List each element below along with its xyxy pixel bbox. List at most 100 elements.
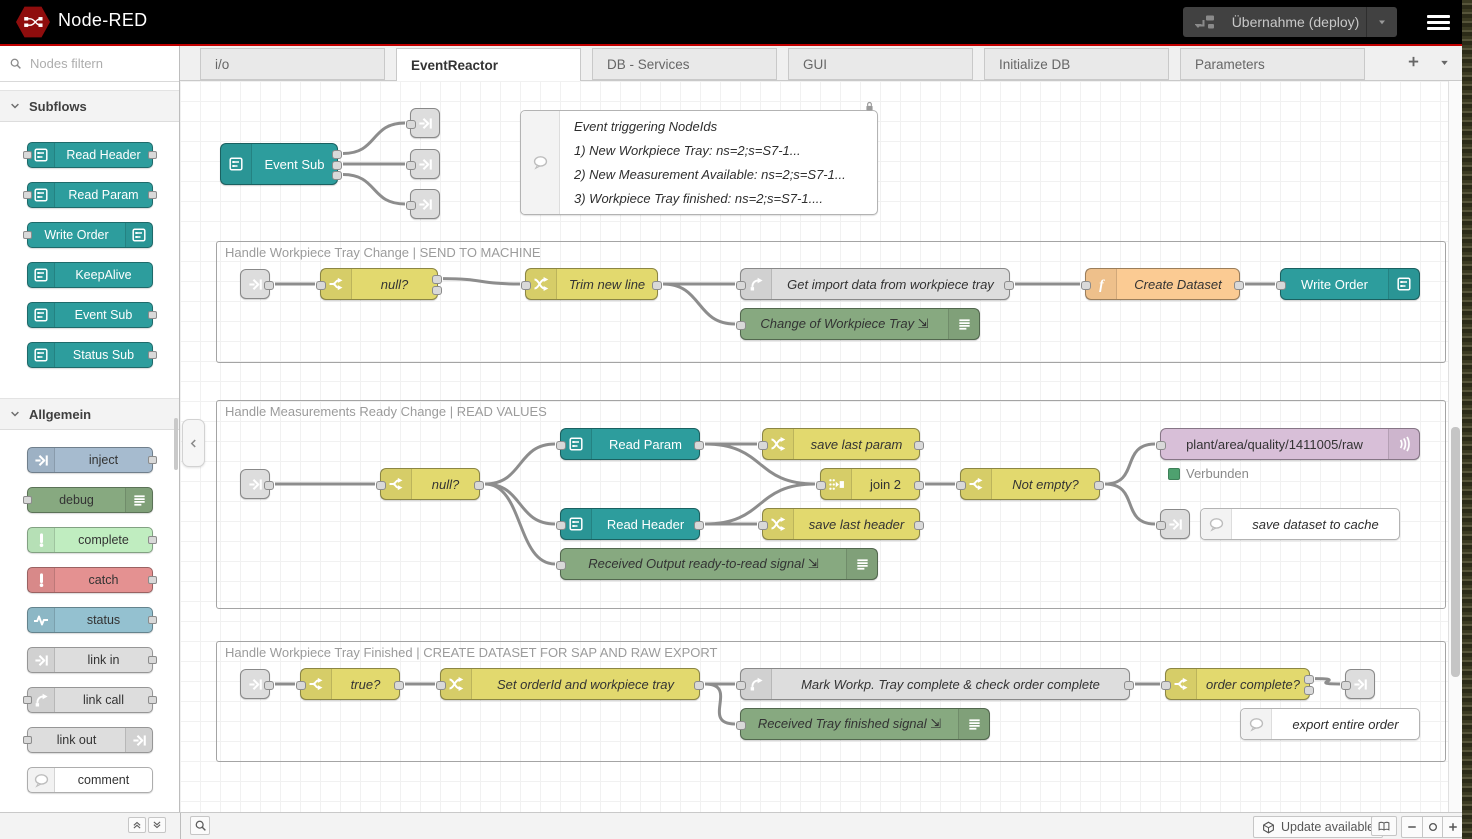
input-port[interactable] [296, 680, 306, 690]
output-port[interactable] [332, 150, 342, 159]
output-port[interactable] [694, 520, 704, 530]
zoom-in-button[interactable] [1442, 817, 1462, 837]
input-port[interactable] [736, 720, 746, 730]
input-port[interactable] [521, 280, 531, 290]
input-port[interactable] [436, 680, 446, 690]
input-port[interactable] [1156, 520, 1166, 530]
palette-node-keepalive[interactable]: KeepAlive [27, 262, 153, 288]
node-sf_writeorder[interactable]: Write Order [1276, 268, 1420, 300]
output-port[interactable] [148, 696, 157, 704]
palette-search[interactable] [0, 46, 179, 82]
output-port[interactable] [264, 680, 274, 690]
palette-node-status-sub[interactable]: Status Sub [27, 342, 157, 368]
palette-scrollbar-thumb[interactable] [174, 418, 178, 470]
palette-node-read-header[interactable]: Read Header [23, 142, 157, 168]
node-lc_get[interactable]: Get import data from workpiece tray [736, 268, 1014, 300]
output-port[interactable] [1124, 680, 1134, 690]
input-port[interactable] [23, 151, 32, 159]
node-li3[interactable] [240, 669, 274, 699]
input-port[interactable] [23, 231, 32, 239]
tab-parameters[interactable]: Parameters [1180, 48, 1365, 80]
node-li1[interactable] [240, 269, 274, 299]
node-lc_mark[interactable]: Mark Workp. Tray complete & check order … [736, 668, 1134, 700]
palette-node-inject[interactable]: inject [27, 447, 157, 473]
output-port[interactable] [148, 616, 157, 624]
palette-node-status[interactable]: status [27, 607, 157, 633]
palette-node-read-param[interactable]: Read Param [23, 182, 157, 208]
palette-node-write-order[interactable]: Write Order [23, 222, 153, 248]
palette-node-link-call[interactable]: link call [23, 687, 157, 713]
output-port[interactable] [694, 680, 704, 690]
output-port[interactable] [148, 536, 157, 544]
output-port[interactable] [148, 151, 157, 159]
output-port[interactable] [1094, 480, 1104, 490]
input-port[interactable] [758, 440, 768, 450]
output-port[interactable] [148, 456, 157, 464]
node-lo3[interactable] [406, 189, 440, 219]
output-port[interactable] [914, 520, 924, 530]
tab-i-o[interactable]: i/o [200, 48, 385, 80]
node-lo1[interactable] [406, 108, 440, 138]
tab-db-services[interactable]: DB - Services [592, 48, 777, 80]
wire[interactable] [342, 173, 406, 206]
input-port[interactable] [23, 496, 32, 504]
flow-group[interactable]: Handle Workpiece Tray Finished | CREATE … [216, 641, 1446, 762]
output-port[interactable] [474, 480, 484, 490]
palette-search-input[interactable] [28, 55, 162, 72]
node-ch_slh[interactable]: save last header [758, 508, 924, 540]
node-sf_eventsub[interactable]: Event Sub [220, 143, 342, 185]
add-flow-button[interactable] [1406, 54, 1421, 69]
input-port[interactable] [1341, 680, 1351, 690]
output-port[interactable] [148, 351, 157, 359]
zoom-reset-button[interactable] [1422, 817, 1442, 837]
scrollbar-thumb[interactable] [1451, 427, 1460, 677]
node-ch_slp[interactable]: save last param [758, 428, 924, 460]
wire[interactable] [342, 121, 406, 155]
flow-list-dropdown-button[interactable] [1438, 56, 1451, 69]
flow-group[interactable]: Handle Measurements Ready Change | READ … [216, 400, 1446, 609]
node-dbg_change[interactable]: Change of Workpiece Tray ⇲ [736, 308, 980, 340]
node-ch_trim[interactable]: Trim new line [521, 268, 662, 300]
node-mqtt1[interactable]: plant/area/quality/1411005/raw [1156, 428, 1420, 460]
main-menu-button[interactable] [1427, 12, 1450, 32]
flow-group[interactable]: Handle Workpiece Tray Change | SEND TO M… [216, 241, 1446, 363]
output-port[interactable] [148, 191, 157, 199]
input-port[interactable] [23, 696, 32, 704]
output-port[interactable] [264, 280, 274, 290]
input-port[interactable] [556, 440, 566, 450]
input-port[interactable] [406, 160, 416, 170]
node-sw_true[interactable]: true? [296, 668, 404, 700]
input-port[interactable] [406, 119, 416, 129]
output-port[interactable] [694, 440, 704, 450]
output-port[interactable] [1004, 280, 1014, 290]
palette-expand-all-button[interactable] [148, 817, 166, 833]
output-port[interactable] [264, 480, 274, 490]
update-available-button[interactable]: Update available [1253, 816, 1384, 838]
input-port[interactable] [956, 480, 966, 490]
output-port[interactable] [148, 656, 157, 664]
node-ch_set[interactable]: Set orderId and workpiece tray [436, 668, 704, 700]
output-port[interactable] [432, 275, 442, 285]
output-port[interactable] [652, 280, 662, 290]
palette-node-debug[interactable]: debug [23, 487, 153, 513]
node-sf_readheader[interactable]: Read Header [556, 508, 704, 540]
node-li2[interactable] [240, 469, 274, 499]
tab-gui[interactable]: GUI [788, 48, 973, 80]
node-lo2b[interactable] [1156, 509, 1190, 539]
deploy-button[interactable]: Übernahme (deploy) [1183, 7, 1397, 37]
output-port[interactable] [432, 285, 442, 295]
palette-category-allgemein[interactable]: Allgemein [0, 398, 179, 430]
input-port[interactable] [736, 320, 746, 330]
node-lo3b[interactable] [1341, 669, 1375, 699]
node-sw_null2[interactable]: null? [376, 468, 484, 500]
output-port[interactable] [394, 680, 404, 690]
output-port[interactable] [148, 311, 157, 319]
canvas-vertical-scrollbar[interactable] [1448, 81, 1462, 812]
node-sf_readparam[interactable]: Read Param [556, 428, 704, 460]
output-port[interactable] [1304, 675, 1314, 685]
palette-node-catch[interactable]: catch [27, 567, 157, 593]
zoom-out-button[interactable] [1402, 817, 1422, 837]
node-sw_ne[interactable]: Not empty? [956, 468, 1104, 500]
